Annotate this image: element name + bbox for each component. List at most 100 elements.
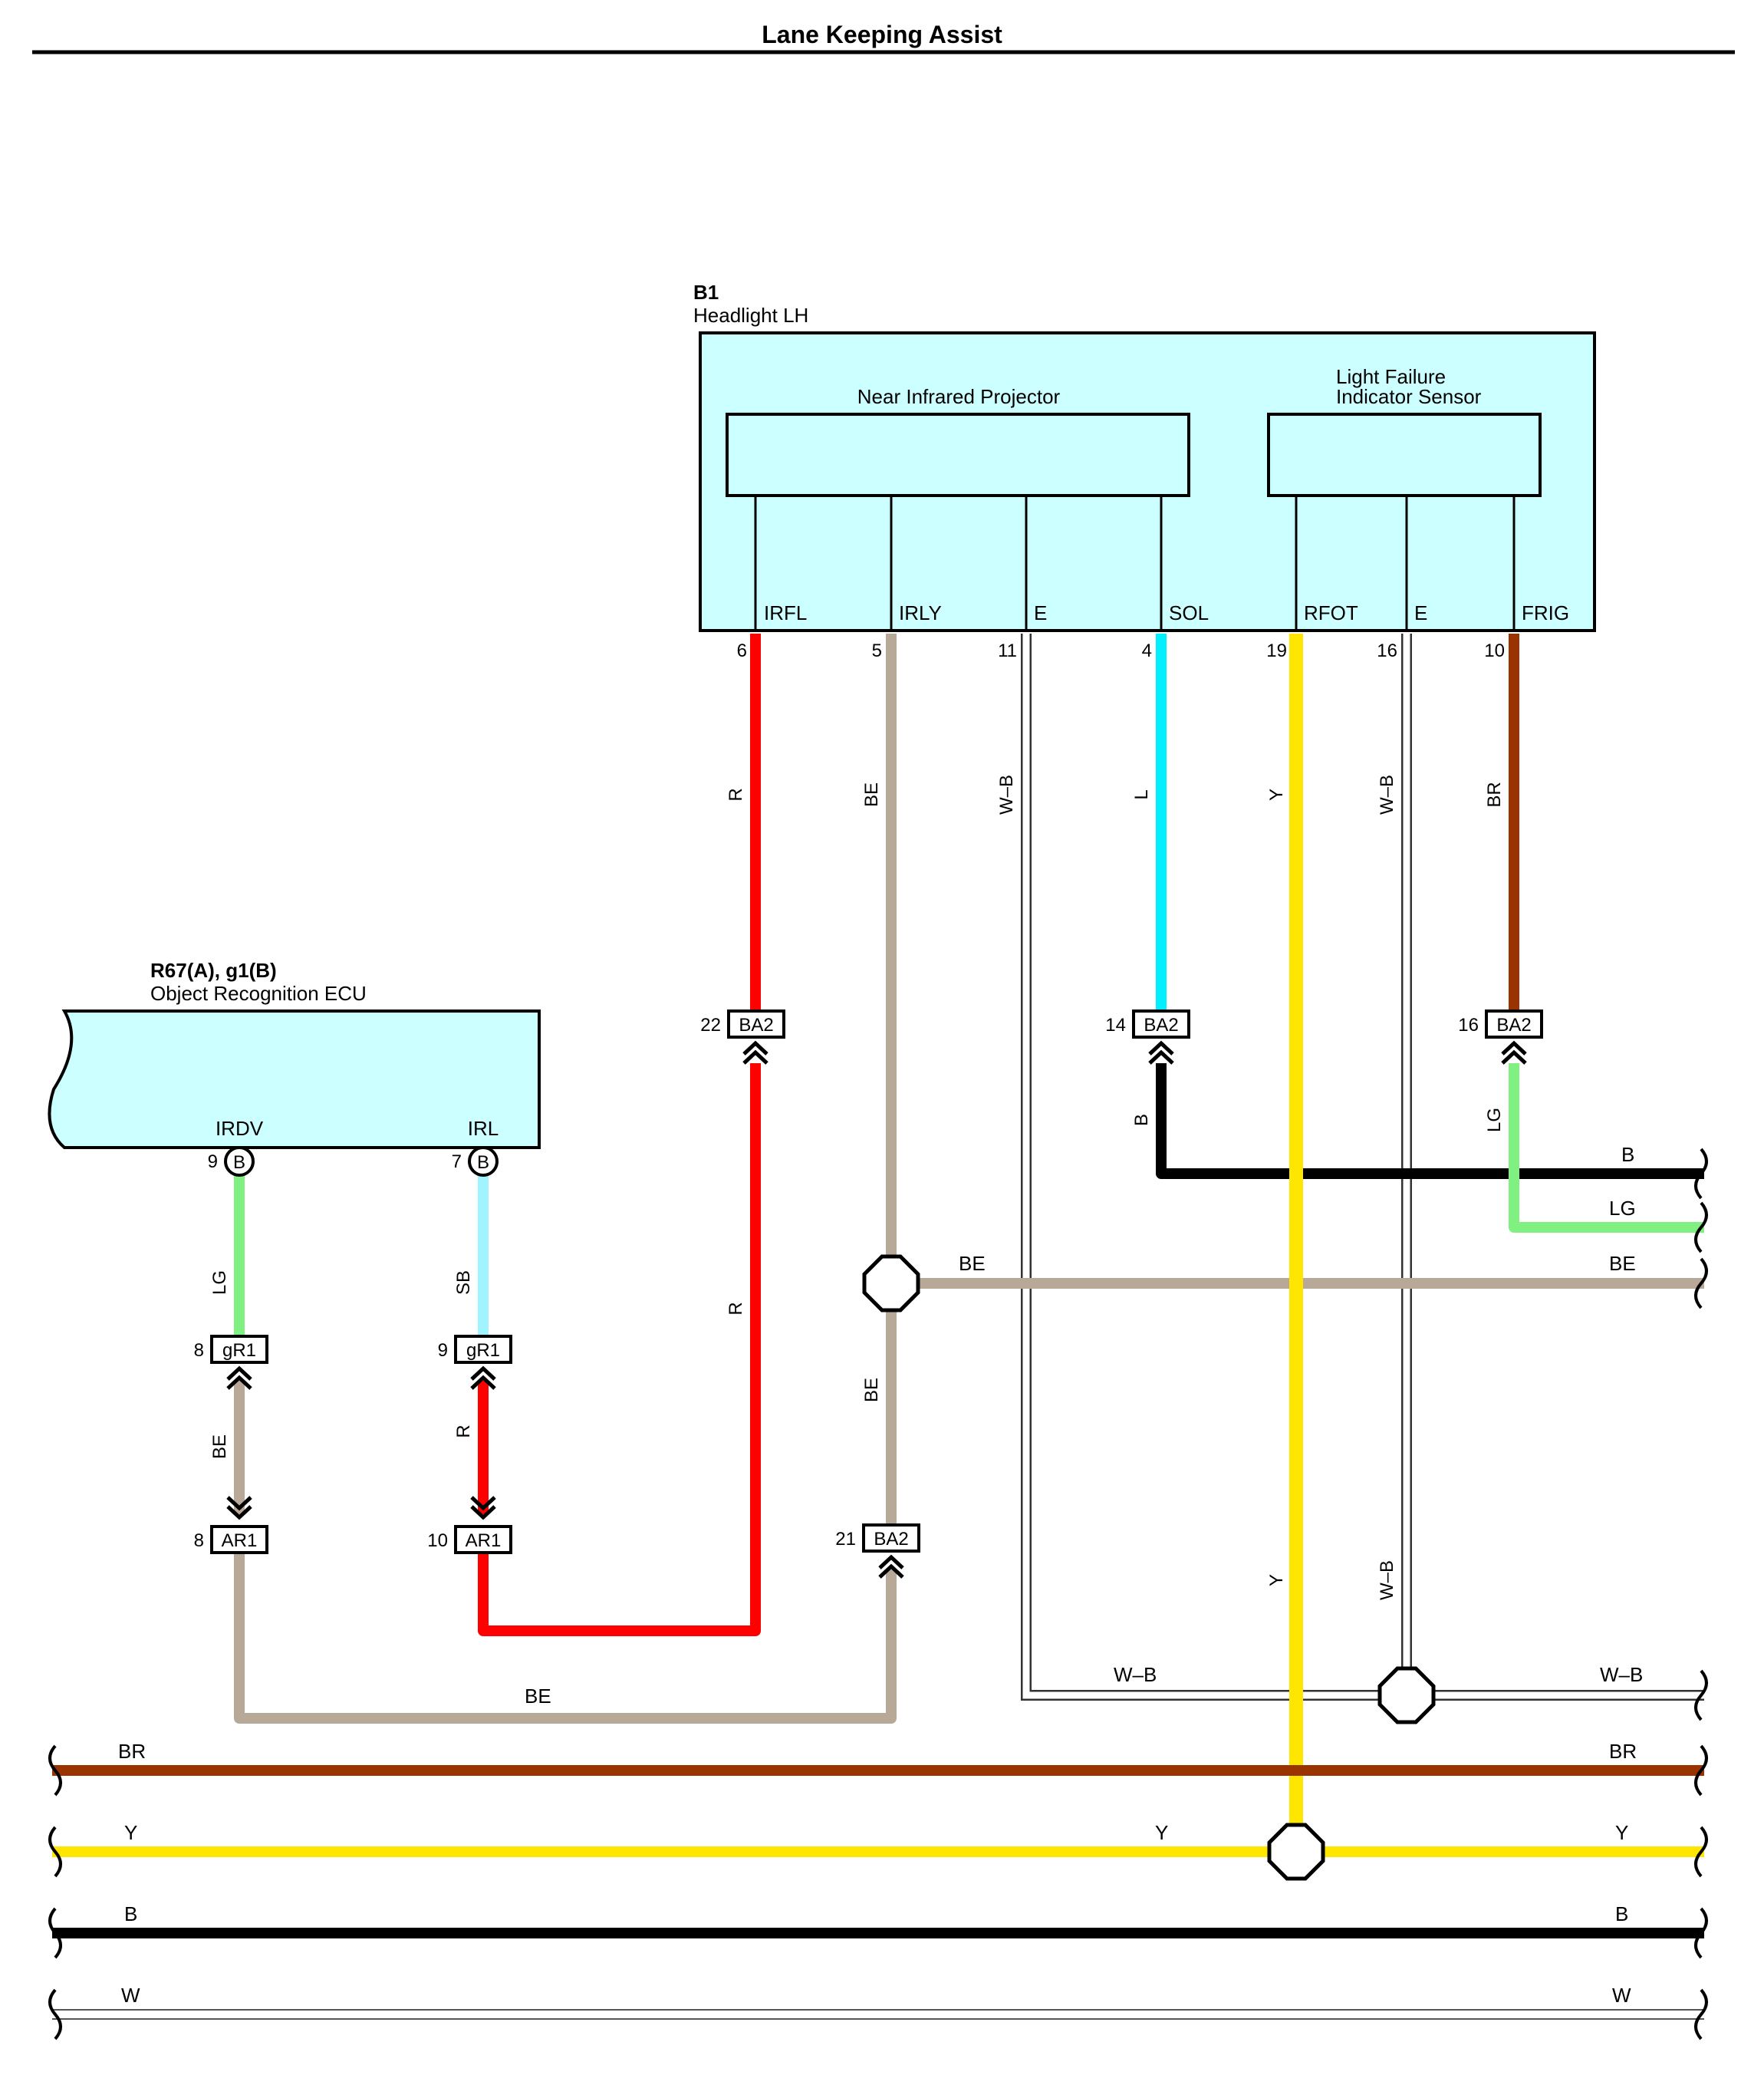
break-mark-br-left <box>48 1744 62 1797</box>
connector-ar1-8-pin: 8 <box>194 1530 204 1551</box>
wire-w-b-pin11[interactable] <box>1021 634 1402 1701</box>
wire-be-return[interactable] <box>234 1553 897 1724</box>
break-mark-br-right <box>1694 1744 1708 1797</box>
pin-5: 5 <box>872 641 882 661</box>
break-mark-b-bus-right <box>1694 1907 1708 1959</box>
ecu-connector-b-pin7[interactable] <box>468 1146 499 1177</box>
pin-6: 6 <box>737 641 747 661</box>
wire-lg-ba2-16[interactable] <box>1509 1063 1704 1233</box>
connector-ar1-10-label: AR1 <box>466 1530 502 1551</box>
ecu-box[interactable] <box>48 1009 541 1149</box>
ecu-connector-b-label-2: B <box>477 1152 489 1173</box>
terminal-e-1: E <box>1034 601 1047 624</box>
junction-y[interactable] <box>1267 1823 1325 1881</box>
label-be-joint: BE <box>959 1252 986 1275</box>
horizontal-wire-labels: B LG BE BE BE W–B W–B BR BR Y Y Y B B W … <box>118 1143 1643 2007</box>
label-br-right: BR <box>1609 1740 1637 1763</box>
connector-ba2-21-pin: 21 <box>835 1529 856 1550</box>
label-y-left: Y <box>124 1821 137 1844</box>
sensor-label-line2: Indicator Sensor <box>1336 385 1482 408</box>
wire-r-ba2-22[interactable] <box>478 1063 761 1636</box>
break-mark-y-left <box>48 1826 62 1878</box>
ecu-terminal-irl: IRL <box>468 1117 499 1140</box>
break-mark-w-right <box>1694 1988 1708 2040</box>
connector-ba2-14-pin: 14 <box>1105 1015 1126 1036</box>
break-mark-wb-right <box>1694 1669 1708 1721</box>
label-b-bus-right: B <box>1615 1902 1628 1925</box>
headlight-code: B1 <box>693 281 719 304</box>
connector-ba2-16[interactable]: BA2 16 <box>1458 1009 1543 1065</box>
label-wb-pin16-upper: W–B <box>1377 775 1397 815</box>
connector-ba2-22[interactable]: BA2 22 <box>700 1009 785 1065</box>
ecu-code: R67(A), g1(B) <box>150 959 277 982</box>
label-br-left: BR <box>118 1740 146 1763</box>
label-be-lower: BE <box>861 1378 882 1402</box>
label-y-lower: Y <box>1266 1574 1287 1586</box>
ecu-connector-b-pin9[interactable] <box>224 1146 255 1177</box>
break-mark-be-right <box>1694 1257 1708 1309</box>
label-r-upper: R <box>726 788 746 801</box>
label-wb-pin11: W–B <box>996 775 1017 815</box>
label-lg-right: LG <box>1609 1197 1636 1220</box>
label-br: BR <box>1484 782 1505 807</box>
pin-4: 4 <box>1142 641 1152 661</box>
ecu-connector-b-label-1: B <box>233 1152 245 1173</box>
wire-b-ba2-14[interactable] <box>1156 1063 1704 1179</box>
connector-ba2-21-label: BA2 <box>874 1529 908 1550</box>
page-title: Lane Keeping Assist <box>762 21 1002 48</box>
connector-ba2-16-label: BA2 <box>1496 1015 1531 1036</box>
label-be-ecu: BE <box>209 1434 230 1459</box>
sensor-box <box>1267 413 1542 497</box>
connector-ar1-8[interactable]: AR1 8 <box>194 1496 268 1554</box>
label-wb-left: W–B <box>1114 1663 1157 1686</box>
label-lg-ecu: LG <box>209 1270 230 1295</box>
connector-ba2-21[interactable]: BA2 21 <box>835 1523 920 1579</box>
terminal-irfl: IRFL <box>764 601 807 624</box>
connector-gr1-8-pin: 8 <box>194 1340 204 1361</box>
label-r-lower: R <box>726 1302 746 1315</box>
connector-ba2-14[interactable]: BA2 14 <box>1105 1009 1190 1065</box>
ecu-name: Object Recognition ECU <box>150 982 367 1005</box>
wires <box>52 634 1704 2020</box>
break-mark-b-right <box>1694 1148 1708 1200</box>
connector-ba2-22-pin: 22 <box>700 1015 721 1036</box>
break-mark-y-right <box>1694 1826 1708 1878</box>
label-b-vert: B <box>1131 1114 1152 1126</box>
sensor-label-line1: Light Failure <box>1336 365 1446 388</box>
connector-ar1-10-pin: 10 <box>427 1530 448 1551</box>
label-w-right: W <box>1612 1984 1631 2007</box>
connector-gr1-9[interactable]: gR1 9 <box>438 1335 512 1390</box>
pin-16: 16 <box>1377 641 1397 661</box>
break-mark-b-bus-left <box>48 1907 62 1959</box>
junction-w-b[interactable] <box>1377 1666 1436 1724</box>
junction-be[interactable] <box>862 1254 920 1312</box>
label-be-right: BE <box>1609 1252 1636 1275</box>
label-wb-pin16-lower: W–B <box>1377 1560 1397 1600</box>
label-l: L <box>1131 789 1152 799</box>
terminal-e-2: E <box>1414 601 1427 624</box>
break-mark-lg-right <box>1694 1201 1708 1253</box>
connector-ba2-14-label: BA2 <box>1144 1015 1178 1036</box>
label-b-bus-left: B <box>124 1902 137 1925</box>
connector-gr1-8-label: gR1 <box>222 1340 256 1361</box>
label-y-right: Y <box>1615 1821 1628 1844</box>
terminal-sol: SOL <box>1169 601 1209 624</box>
break-marks <box>48 1148 1708 2040</box>
break-mark-w-left <box>48 1988 62 2040</box>
label-r-ecu: R <box>453 1424 474 1438</box>
label-lg-vert: LG <box>1484 1108 1505 1132</box>
label-y-mid: Y <box>1155 1821 1168 1844</box>
ecu-pin-9: 9 <box>208 1151 218 1172</box>
connector-gr1-8[interactable]: gR1 8 <box>194 1335 268 1390</box>
connector-gr1-9-label: gR1 <box>466 1340 500 1361</box>
connector-ar1-10[interactable]: AR1 10 <box>427 1496 512 1554</box>
pin-11: 11 <box>998 641 1017 661</box>
terminal-rfot: RFOT <box>1304 601 1358 624</box>
headlight-lh-component: B1 Headlight LH Near Infrared Projector … <box>693 281 1596 661</box>
pin-10: 10 <box>1484 641 1505 661</box>
terminal-lines <box>754 496 1516 631</box>
label-be-bottom: BE <box>525 1685 551 1708</box>
connector-ba2-22-label: BA2 <box>739 1015 773 1036</box>
